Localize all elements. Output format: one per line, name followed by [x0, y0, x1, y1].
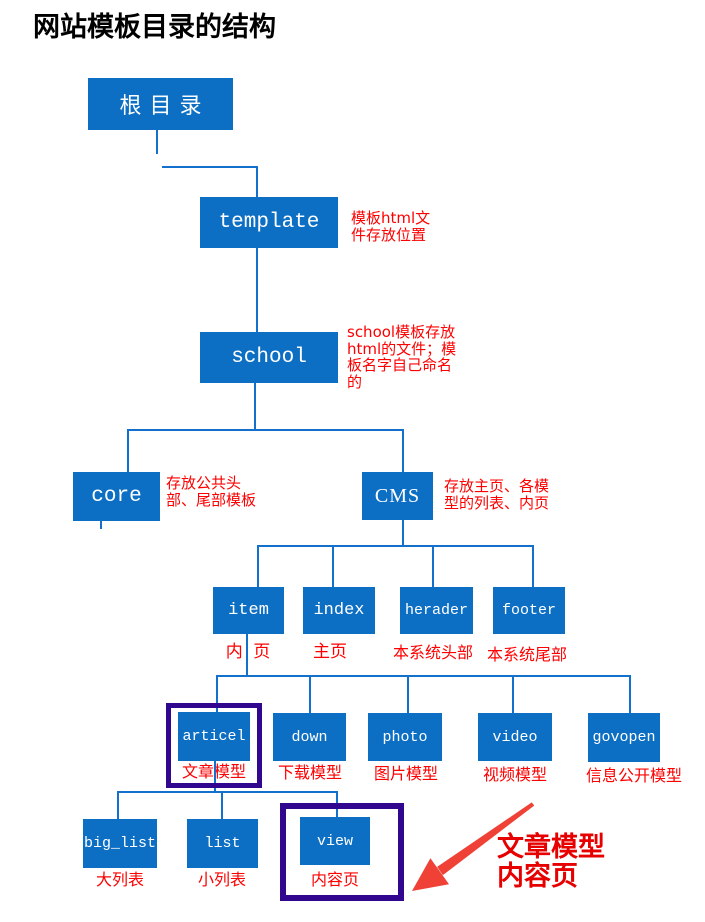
caption-view: 内容页 [310, 870, 359, 889]
node-articel: articel [178, 712, 250, 761]
node-video: video [478, 713, 552, 761]
node-index: index [303, 587, 375, 634]
node-item: item [213, 587, 284, 634]
note-core: 存放公共头 部、尾部模板 [166, 474, 257, 509]
note-template: 模板html文 件存放位置 [351, 209, 431, 244]
caption-index: 主页 [313, 642, 347, 662]
node-root: 根目录 [88, 78, 233, 130]
caption-video: 视频模型 [482, 765, 547, 784]
node-big-list: big_list [83, 819, 157, 868]
node-footer: footer [493, 587, 565, 634]
node-template: template [200, 197, 338, 248]
caption-govopen: 信息公开模型 [585, 766, 682, 785]
caption-herader: 本系统头部 [392, 643, 473, 662]
caption-down: 下载模型 [277, 763, 342, 782]
note-school: school模板存放 html的文件；模 板名字自己命名 的 [347, 323, 457, 391]
caption-photo: 图片模型 [373, 764, 438, 783]
caption-footer: 本系统尾部 [486, 645, 567, 664]
caption-list: 小列表 [197, 870, 246, 889]
callout-text: 文章模型 内容页 [497, 832, 605, 892]
node-down: down [273, 713, 346, 761]
node-core: core [73, 472, 160, 521]
node-govopen: govopen [588, 713, 660, 762]
page-title: 网站模板目录的结构 [33, 12, 276, 43]
node-view: view [300, 817, 370, 865]
node-list: list [187, 819, 258, 868]
caption-item: 内 页 [225, 642, 271, 662]
highlight-frame-articel [166, 703, 262, 788]
node-herader: herader [400, 587, 473, 634]
highlight-frame-view [280, 803, 404, 901]
caption-articel: 文章模型 [181, 762, 246, 781]
note-cms: 存放主页、各模 型的列表、内页 [444, 477, 550, 512]
node-cms: CMS [362, 472, 433, 520]
node-school: school [200, 332, 338, 383]
caption-big-list: 大列表 [95, 870, 144, 889]
node-photo: photo [368, 713, 442, 761]
